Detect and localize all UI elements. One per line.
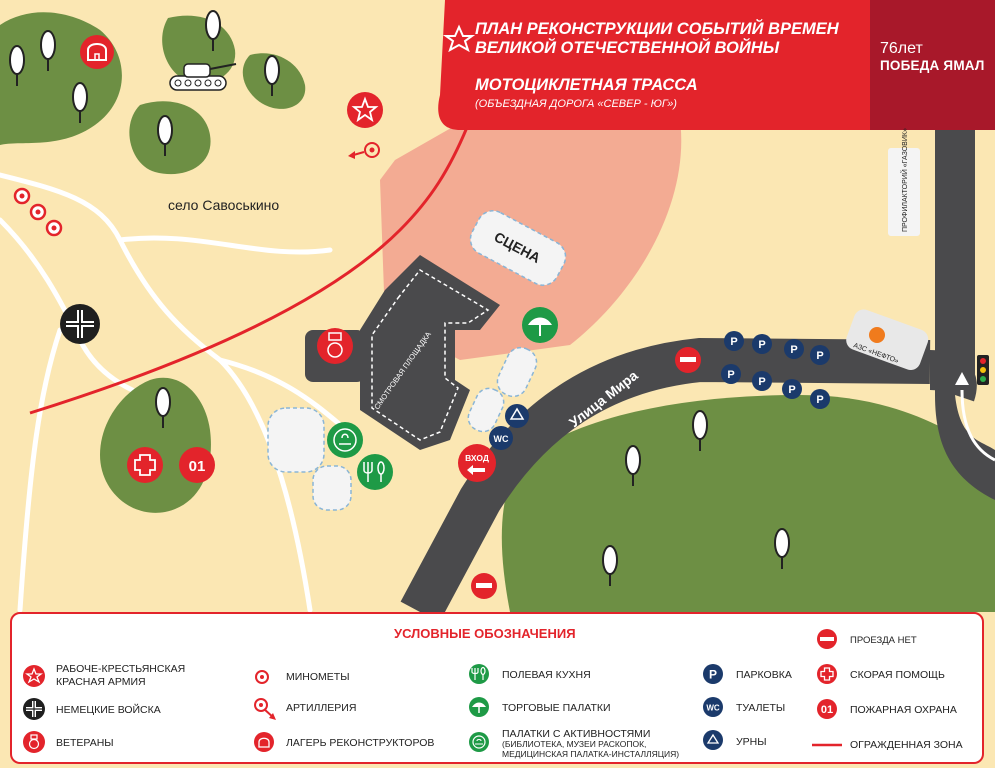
legend-artillery: АРТИЛЛЕРИЯ bbox=[286, 702, 357, 714]
svg-text:WC: WC bbox=[494, 434, 509, 444]
field-kitchen-icon bbox=[469, 664, 489, 684]
parking-markers[interactable]: P P P P P P P P bbox=[721, 331, 830, 409]
legend-veterans: ВЕТЕРАНЫ bbox=[56, 737, 114, 749]
svg-text:P: P bbox=[816, 350, 823, 362]
german-cross-icon bbox=[23, 698, 45, 720]
no-entry-icon bbox=[817, 629, 837, 649]
activities-tent-icon bbox=[469, 732, 489, 752]
ambulance-cross-icon bbox=[817, 664, 837, 684]
svg-text:P: P bbox=[790, 344, 797, 356]
tank-icon bbox=[169, 63, 237, 91]
svg-text:P: P bbox=[727, 369, 734, 381]
svg-text:P: P bbox=[730, 336, 737, 348]
medal-icon bbox=[23, 731, 45, 753]
legend-german: НЕМЕЦКИЕ ВОЙСКА bbox=[56, 704, 161, 716]
trade-tent-icon bbox=[469, 697, 489, 717]
parking-icon: P bbox=[703, 664, 723, 684]
viewing-area-shape bbox=[360, 255, 500, 450]
brand-logo: ПОБЕДА ЯМАЛ bbox=[880, 58, 985, 73]
village-label: село Савоськино bbox=[168, 197, 279, 213]
svg-text:P: P bbox=[816, 394, 823, 406]
legend-camp: ЛАГЕРЬ РЕКОНСТРУКТОРОВ bbox=[286, 737, 435, 749]
marker-activities[interactable] bbox=[327, 422, 363, 458]
legend-fire: ПОЖАРНАЯ ОХРАНА bbox=[850, 704, 957, 716]
marker-artillery[interactable] bbox=[348, 142, 380, 159]
wc-icon: WC bbox=[703, 697, 723, 717]
legend-trade: ТОРГОВЫЕ ПАЛАТКИ bbox=[502, 702, 611, 714]
svg-text:ВХОД: ВХОД bbox=[465, 453, 489, 463]
fenced-zone-line bbox=[29, 119, 472, 415]
legend-kitchen: ПОЛЕВАЯ КУХНЯ bbox=[502, 669, 591, 681]
gas-station-icon bbox=[869, 327, 885, 343]
map-subtitle-note: (ОБЪЕЗДНАЯ ДОРОГА «СЕВЕР - ЮГ») bbox=[475, 98, 677, 110]
legend-title: УСЛОВНЫЕ ОБОЗНАЧЕНИЯ bbox=[394, 626, 576, 641]
svg-text:P: P bbox=[788, 384, 795, 396]
legend-bins: УРНЫ bbox=[736, 736, 767, 748]
marker-veterans[interactable] bbox=[317, 328, 353, 364]
tree-trunks bbox=[16, 39, 783, 586]
marker-ambulance[interactable] bbox=[127, 447, 163, 483]
marker-entrance[interactable]: ВХОД bbox=[458, 444, 496, 482]
sanatorium-label: ПРОФИЛАКТОРИЙ «ГАЗОВИК» bbox=[900, 128, 909, 232]
camp-icon bbox=[254, 732, 274, 752]
fire-service-icon: 01 bbox=[817, 699, 837, 719]
legend-fenced: ОГРАЖДЕННАЯ ЗОНА bbox=[850, 739, 963, 751]
header-bg bbox=[438, 0, 995, 130]
gas-station bbox=[846, 309, 929, 370]
brand-number: 76лет bbox=[880, 40, 923, 57]
legend-no-entry: ПРОЕЗДА НЕТ bbox=[850, 635, 917, 646]
legend-activities: ПАЛАТКИ С АКТИВНОСТЯМИ bbox=[502, 728, 651, 740]
legend-ambulance: СКОРАЯ ПОМОЩЬ bbox=[850, 669, 945, 681]
mortar-icon bbox=[255, 670, 269, 684]
svg-text:P: P bbox=[709, 668, 717, 682]
map-title: ПЛАН РЕКОНСТРУКЦИИ СОБЫТИЙ ВРЕМЕН ВЕЛИКО… bbox=[475, 20, 839, 57]
marker-kitchen[interactable] bbox=[357, 454, 393, 490]
legend-mortars: МИНОМЕТЫ bbox=[286, 671, 350, 683]
marker-wc[interactable]: WC bbox=[489, 426, 513, 450]
tents bbox=[267, 148, 920, 511]
fence-line-icon bbox=[812, 743, 842, 747]
svg-text:01: 01 bbox=[821, 704, 833, 716]
legend-red-army: РАБОЧЕ-КРЕСТЬЯНСКАЯ КРАСНАЯ АРМИЯ bbox=[56, 663, 186, 688]
brand-bg bbox=[870, 0, 995, 130]
marker-trade[interactable] bbox=[522, 307, 558, 343]
marker-mortars[interactable] bbox=[13, 187, 63, 237]
marker-no-entry-2[interactable] bbox=[471, 573, 497, 599]
legend-activities-note: (БИБЛИОТЕКА, МУЗЕИ РАСКОПОК, МЕДИЦИНСКАЯ… bbox=[502, 739, 680, 759]
marker-red-army[interactable] bbox=[347, 92, 383, 128]
marker-german[interactable] bbox=[60, 304, 100, 344]
svg-text:WC: WC bbox=[706, 704, 720, 713]
marker-no-entry-1[interactable] bbox=[675, 347, 701, 373]
legend: УСЛОВНЫЕ ОБОЗНАЧЕНИЯ РАБОЧЕ-КРЕСТЬЯНСКАЯ… bbox=[10, 612, 984, 764]
red-army-icon bbox=[23, 665, 45, 687]
star-icon bbox=[442, 24, 476, 53]
green-areas bbox=[0, 12, 995, 612]
svg-text:01: 01 bbox=[189, 458, 206, 475]
svg-text:P: P bbox=[758, 339, 765, 351]
marker-camp[interactable] bbox=[80, 35, 114, 69]
marker-bins[interactable] bbox=[505, 404, 529, 428]
road-mira bbox=[400, 337, 931, 623]
map-subtitle: МОТОЦИКЛЕТНАЯ ТРАССА bbox=[475, 76, 698, 94]
marker-fire[interactable]: 01 bbox=[179, 447, 215, 483]
recycle-bin-icon bbox=[703, 730, 723, 750]
svg-text:P: P bbox=[758, 376, 765, 388]
legend-toilets: ТУАЛЕТЫ bbox=[736, 702, 786, 714]
artillery-icon bbox=[254, 698, 276, 720]
stage bbox=[469, 210, 567, 286]
legend-parking: ПАРКОВКА bbox=[736, 669, 792, 681]
